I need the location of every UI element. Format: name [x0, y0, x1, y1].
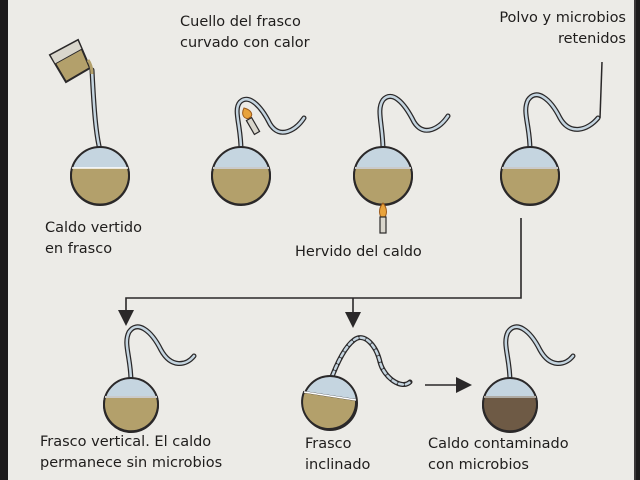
- label-line: retenidos: [557, 31, 626, 47]
- burner-flame-icon: [242, 107, 261, 136]
- label-broth-contaminated: Caldo contaminado con microbios: [428, 434, 569, 476]
- label-line: Polvo y microbios: [499, 10, 626, 26]
- label-neck-curved: Cuello del frasco curvado con calor: [180, 12, 310, 54]
- swan-neck-flask-icon: [103, 324, 197, 433]
- label-line: Frasco: [305, 436, 352, 452]
- label-broth-poured: Caldo vertido en frasco: [45, 218, 142, 260]
- swan-neck-flask-icon: [500, 61, 603, 206]
- label-line: Caldo vertido: [45, 220, 142, 236]
- swan-neck-flask-icon: [301, 335, 413, 431]
- swan-neck-flask-icon: [70, 67, 130, 206]
- label-line: inclinado: [305, 457, 371, 473]
- swan-neck-flask-icon: [211, 96, 307, 206]
- label-line: permanece sin microbios: [40, 455, 223, 471]
- label-line: Caldo contaminado: [428, 436, 569, 452]
- label-line: Frasco vertical. El caldo: [40, 434, 212, 450]
- label-flask-vertical: Frasco vertical. El caldo permanece sin …: [40, 432, 222, 474]
- label-line: curvado con calor: [180, 35, 310, 51]
- swan-neck-flask-icon: [353, 93, 451, 206]
- label-line: con microbios: [428, 457, 529, 473]
- pouring-beaker-icon: [48, 38, 94, 84]
- label-line: Cuello del frasco: [180, 14, 301, 30]
- label-dust-trapped: Polvo y microbios retenidos: [499, 8, 626, 50]
- flow-arrow-icon: [118, 218, 522, 393]
- label-broth-boiled: Hervido del caldo: [295, 242, 422, 263]
- label-flask-tilted: Frasco inclinado: [305, 434, 370, 476]
- burner-flame-icon: [379, 202, 387, 234]
- diagram-canvas: Cuello del frasco curvado con calor Polv…: [8, 0, 636, 480]
- experiment-illustration: [48, 38, 603, 433]
- label-line: en frasco: [45, 241, 113, 257]
- swan-neck-flask-icon: [482, 324, 576, 433]
- label-line: Hervido del caldo: [295, 244, 422, 260]
